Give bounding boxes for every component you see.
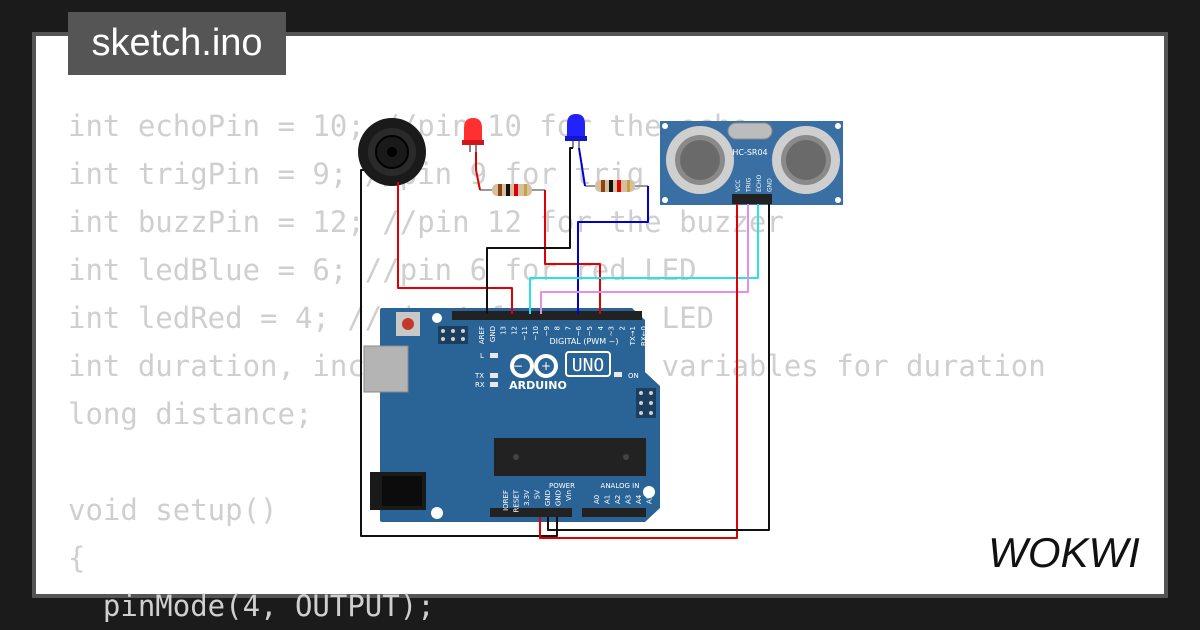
atmega-chip — [494, 438, 646, 476]
pin-label: AREF — [478, 326, 486, 344]
pin-label: RESET — [513, 489, 521, 512]
resistor-2 — [585, 180, 648, 192]
usb-port — [363, 345, 409, 393]
blue-led[interactable] — [565, 114, 587, 148]
pin-label: A4 — [635, 494, 643, 504]
code-line: int buzzPin = 12; //pin 12 for the buzze… — [68, 205, 784, 239]
led-rx-label: RX — [475, 381, 485, 389]
code-line: { — [68, 541, 86, 575]
pin-label: A0 — [593, 495, 601, 504]
wires — [360, 147, 770, 539]
pin-label: GND — [767, 178, 774, 192]
svg-text:+: + — [541, 359, 551, 373]
code-line: int ledBlue = 6; //pin 6 for red LED — [68, 253, 697, 287]
buzzer[interactable] — [358, 118, 426, 186]
pin-label: 4 — [597, 325, 605, 330]
led-tx-label: TX — [474, 372, 484, 380]
file-tab[interactable]: sketch.ino — [68, 12, 286, 75]
digital-header-label: DIGITAL (PWM ~) — [550, 337, 619, 346]
pin-label: 8 — [554, 326, 562, 330]
analog-header-label: ANALOG IN — [601, 482, 640, 490]
arduino-uno-board[interactable]: − + UNO ARDUINO DIGITAL (PWM ~) POWER AN… — [363, 308, 660, 522]
pin-label: GND — [544, 490, 552, 506]
pin-label: A2 — [614, 495, 622, 504]
arduino-logo-icon — [510, 354, 558, 378]
code-line: void setup() — [68, 493, 278, 527]
led-l-label: L — [480, 352, 484, 360]
pin-label: A5 — [646, 495, 654, 504]
pin-label: 7 — [564, 326, 572, 330]
pin-label: ECHO — [756, 175, 763, 192]
board-model-label: UNO — [572, 355, 605, 376]
board-brand-label: ARDUINO — [509, 379, 567, 392]
pin-label: 12 — [510, 326, 518, 335]
led-on-label: ON — [628, 372, 639, 380]
pin-label: Vin — [565, 490, 573, 501]
code-line: long distance; — [68, 397, 313, 431]
svg-text:−: − — [513, 359, 523, 373]
code-line: int trigPin = 9; //pin 9 for trig — [68, 157, 645, 191]
red-led[interactable] — [462, 118, 484, 152]
pin-label: A3 — [625, 495, 633, 504]
pin-label: TX→1 — [629, 326, 637, 346]
pin-label: RX←0 — [640, 326, 648, 346]
pin-label: ~3 — [608, 326, 616, 336]
pin-label: 3.3V — [523, 490, 531, 506]
wokwi-logo-text: WOKWI — [988, 529, 1140, 576]
wokwi-logo-icon: WOKWI — [988, 529, 1140, 576]
sensor-label: HC-SR04 — [732, 148, 767, 157]
pin-label: 13 — [500, 326, 508, 335]
pin-label: ~10 — [532, 326, 540, 341]
pin-label: TRIG — [746, 177, 753, 193]
code-line: pinMode(4, OUTPUT); — [68, 589, 435, 623]
crystal — [727, 122, 773, 140]
pin-label: ~5 — [586, 326, 594, 336]
pin-label: 5V — [534, 490, 542, 499]
pin-label: VCC — [735, 180, 742, 192]
resistor-1 — [480, 184, 545, 196]
power-header-label: POWER — [549, 482, 575, 490]
pin-label: GND — [489, 326, 497, 342]
pin-label: A1 — [604, 495, 612, 504]
pin-label: IOREF — [502, 490, 510, 511]
pin-label: ~6 — [575, 325, 583, 336]
pin-label: 2 — [618, 326, 626, 330]
pin-label: ~9 — [543, 326, 551, 336]
pin-label: ~11 — [521, 326, 529, 341]
pin-label: GND — [555, 490, 563, 506]
